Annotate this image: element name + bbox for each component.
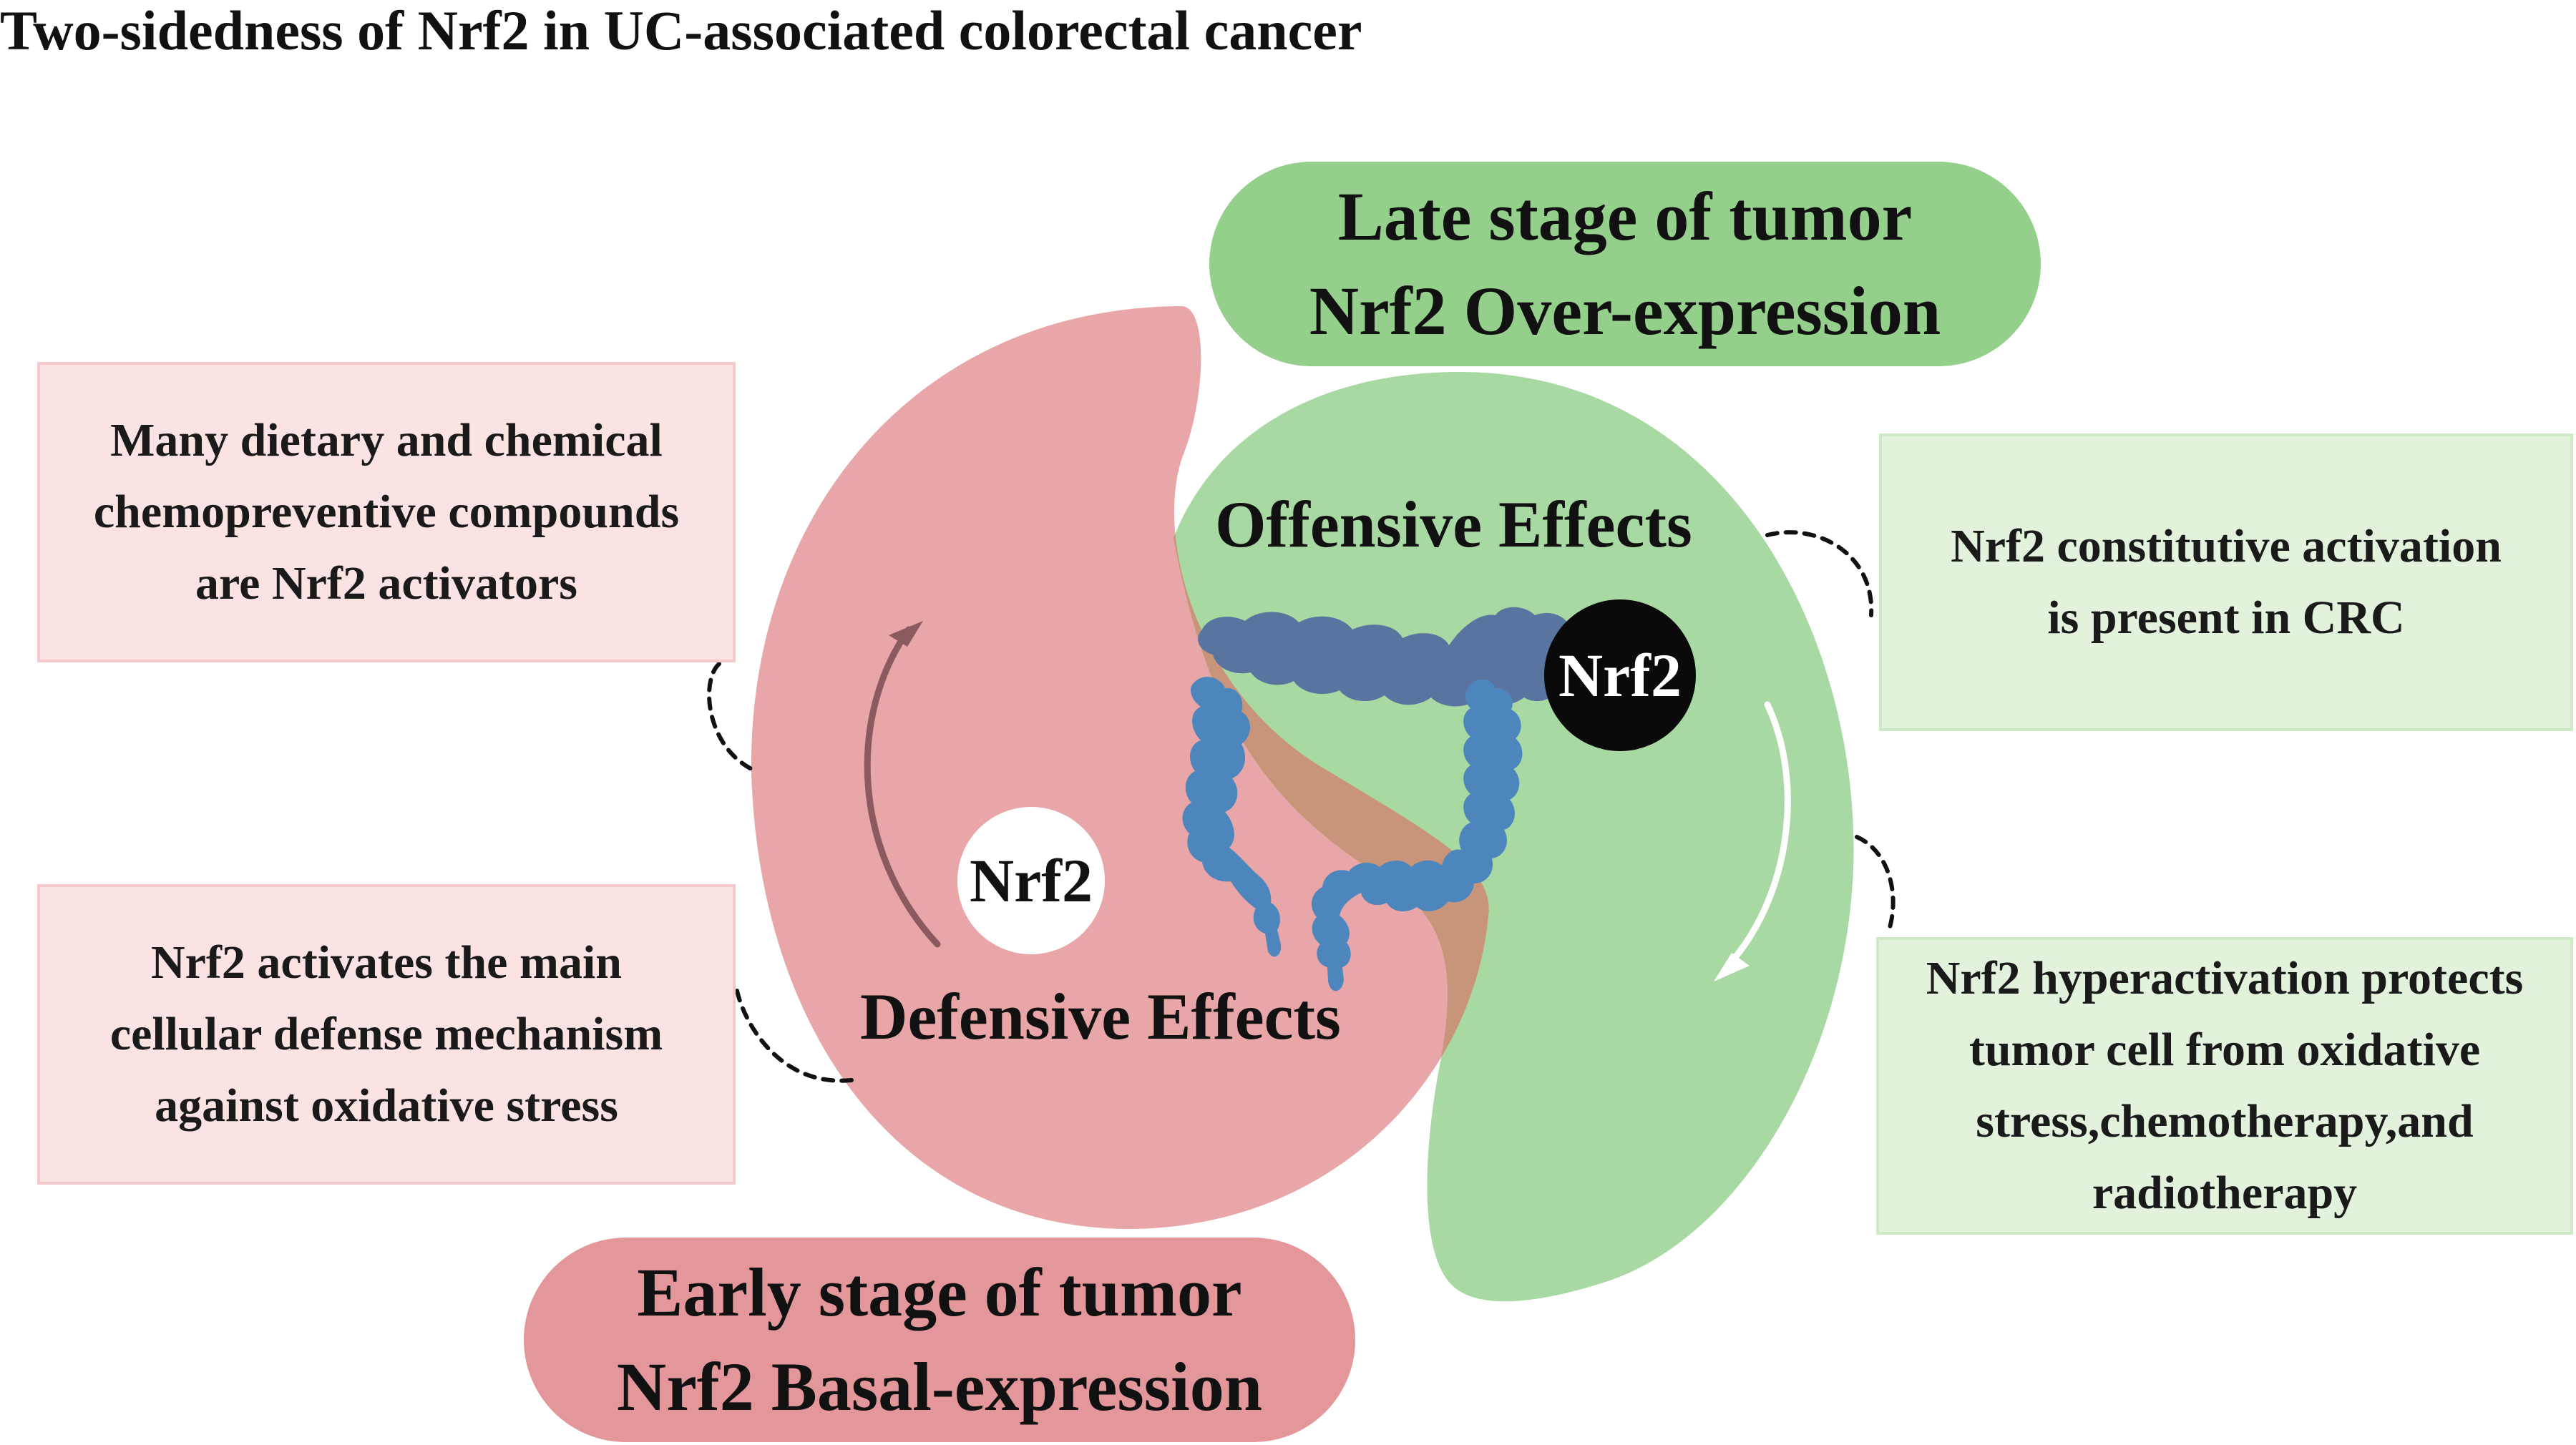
late-stage-label: Late stage of tumor Nrf2 Over-expression [1209, 162, 2041, 366]
right-box-1-line-1: Nrf2 constitutive activation [1951, 520, 2502, 572]
nrf2-defensive-badge: Nrf2 [957, 807, 1105, 954]
right-box-2-line-2: tumor cell from oxidative [1968, 1024, 2481, 1076]
connector-bottom-left [735, 989, 854, 1083]
early-stage-line2: Nrf2 Basal-expression [616, 1348, 1263, 1425]
left-box-1-line-3: are Nrf2 activators [195, 557, 577, 609]
early-stage-line1: Early stage of tumor [637, 1254, 1242, 1331]
left-box-1-line-2: chemopreventive compounds [93, 486, 680, 538]
late-stage-line1: Late stage of tumor [1337, 178, 1913, 255]
figure-title: Two-sidedness of Nrf2 in UC-associated c… [0, 0, 1362, 62]
connector-top-right [1765, 530, 1874, 617]
right-box-2-line-1: Nrf2 hyperactivation protects [1926, 952, 2524, 1004]
defensive-shape [751, 305, 1489, 1230]
left-box-2-line-1: Nrf2 activates the main [150, 936, 622, 989]
left-box-2-line-3: against oxidative stress [155, 1079, 618, 1132]
offensive-arrowhead [1714, 953, 1750, 981]
defensive-arrowhead [889, 621, 923, 647]
offensive-arrow [1724, 701, 1791, 969]
left-box-2-line-2: cellular defense mechanism [109, 1008, 663, 1060]
early-stage-pill-bg [524, 1238, 1355, 1442]
colon-icon [1182, 607, 1586, 991]
offensive-shape [1174, 372, 1854, 1302]
right-box-1-line-2: is present in CRC [2047, 592, 2405, 644]
right-box-constitutive: Nrf2 constitutive activation is present … [1879, 434, 2573, 731]
late-stage-line2: Nrf2 Over-expression [1309, 273, 1941, 349]
left-box-activators: Many dietary and chemical chemopreventiv… [37, 362, 736, 662]
offensive-effects-label: Offensive Effects [1215, 488, 1692, 561]
early-stage-label: Early stage of tumor Nrf2 Basal-expressi… [524, 1238, 1355, 1442]
left-box-1-line-1: Many dietary and chemical [110, 414, 663, 466]
right-box-2-line-4: radiotherapy [2092, 1167, 2358, 1219]
right-box-2-line-3: stress,chemotherapy,and [1976, 1095, 2474, 1147]
connector-bottom-right [1855, 835, 1896, 932]
right-box-hyperactivation: Nrf2 hyperactivation protects tumor cell… [1876, 937, 2573, 1235]
late-stage-pill-bg [1209, 162, 2041, 366]
connector-top-left [707, 662, 753, 771]
nrf2-offensive-badge: Nrf2 [1544, 599, 1696, 751]
left-box-defense: Nrf2 activates the main cellular defense… [37, 884, 736, 1185]
defensive-effects-label: Defensive Effects [860, 980, 1341, 1053]
defensive-arrow [864, 626, 941, 948]
